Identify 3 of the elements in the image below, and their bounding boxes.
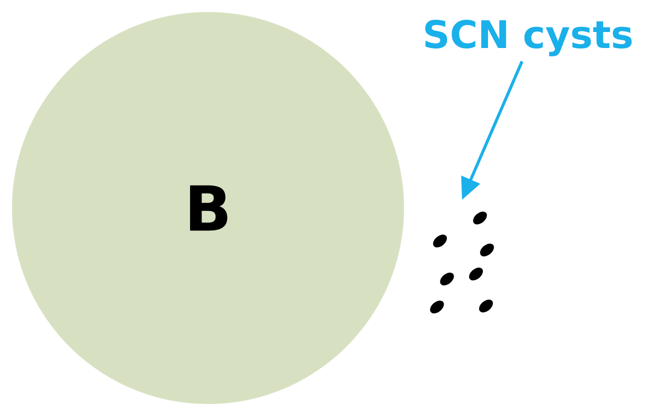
cysts-drawing	[430, 212, 494, 314]
circle-region: B	[12, 12, 404, 404]
text-label: SCN cysts	[425, 20, 632, 56]
